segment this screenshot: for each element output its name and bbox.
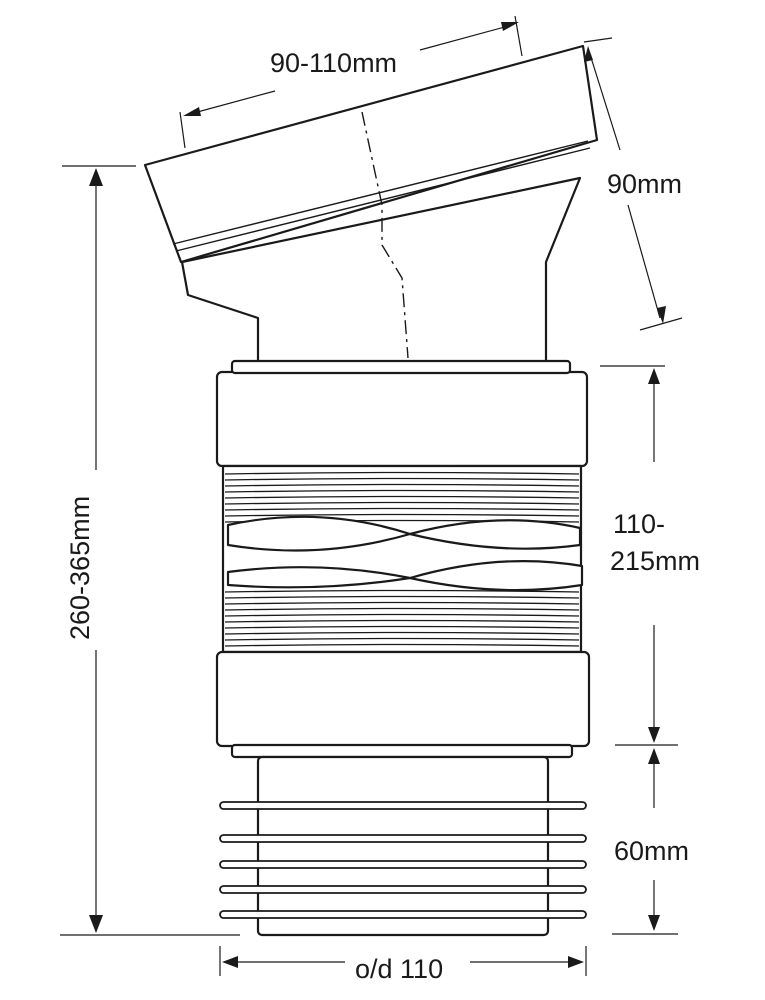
corrugation-line [224, 607, 580, 611]
corrugation-line [224, 619, 580, 623]
dim-outlet-diameter: o/d 110 [219, 946, 587, 984]
corrugation-line [224, 613, 580, 617]
dim-inlet-depth: 90mm [583, 37, 683, 331]
corrugation-line [224, 601, 580, 605]
upper-collar [215, 359, 589, 468]
corrugation-line [224, 477, 580, 481]
dim-inlet-diameter: 90-110mm [179, 15, 523, 149]
dim-extension: 110- 215mm [600, 365, 700, 746]
spigot-fin [219, 910, 587, 919]
corrugation-line [224, 501, 580, 505]
corrugation-line [224, 507, 580, 511]
overall-height-label: 260-365mm [65, 496, 95, 640]
corrugation-line [224, 589, 580, 593]
spigot-fin [219, 834, 587, 843]
spigot-body [256, 755, 550, 937]
corrugation-line [224, 637, 580, 641]
fold-lens-right [408, 519, 582, 550]
corrugation-lower [224, 589, 580, 647]
outlet-diameter-label: o/d 110 [355, 954, 443, 984]
upper-collar-body [215, 370, 589, 468]
corrugation-line [224, 483, 580, 487]
corrugation-line [224, 625, 580, 629]
spigot-fin [219, 860, 587, 869]
flexible-section [221, 464, 584, 654]
extension-label-line2: 215mm [610, 546, 700, 576]
lower-collar-body [215, 650, 591, 748]
fold-lens-right-lower [408, 560, 584, 592]
dim-overall-height: 260-365mm [60, 165, 240, 936]
spigot-length-label: 60mm [614, 836, 689, 866]
corrugation-line [224, 495, 580, 499]
corrugation-line [224, 471, 580, 475]
dim-spigot-length: 60mm [612, 748, 689, 935]
spigot-fin [219, 885, 587, 894]
inlet-centre-axis [361, 111, 409, 359]
lower-collar [215, 650, 591, 759]
inlet-ring [143, 44, 599, 264]
corrugation-line [224, 489, 580, 493]
inlet-depth-label: 90mm [607, 169, 682, 199]
corrugation-line [224, 631, 580, 635]
extension-label-line1: 110- [613, 509, 665, 539]
corrugation-line [224, 595, 580, 599]
outlet-spigot [219, 755, 587, 937]
spigot-fins [219, 801, 587, 919]
corrugation-line [224, 643, 580, 647]
inlet-socket [143, 44, 599, 364]
inlet-diameter-label: 90-110mm [270, 48, 397, 78]
spigot-fin [219, 801, 587, 810]
corrugation-line [224, 513, 580, 517]
